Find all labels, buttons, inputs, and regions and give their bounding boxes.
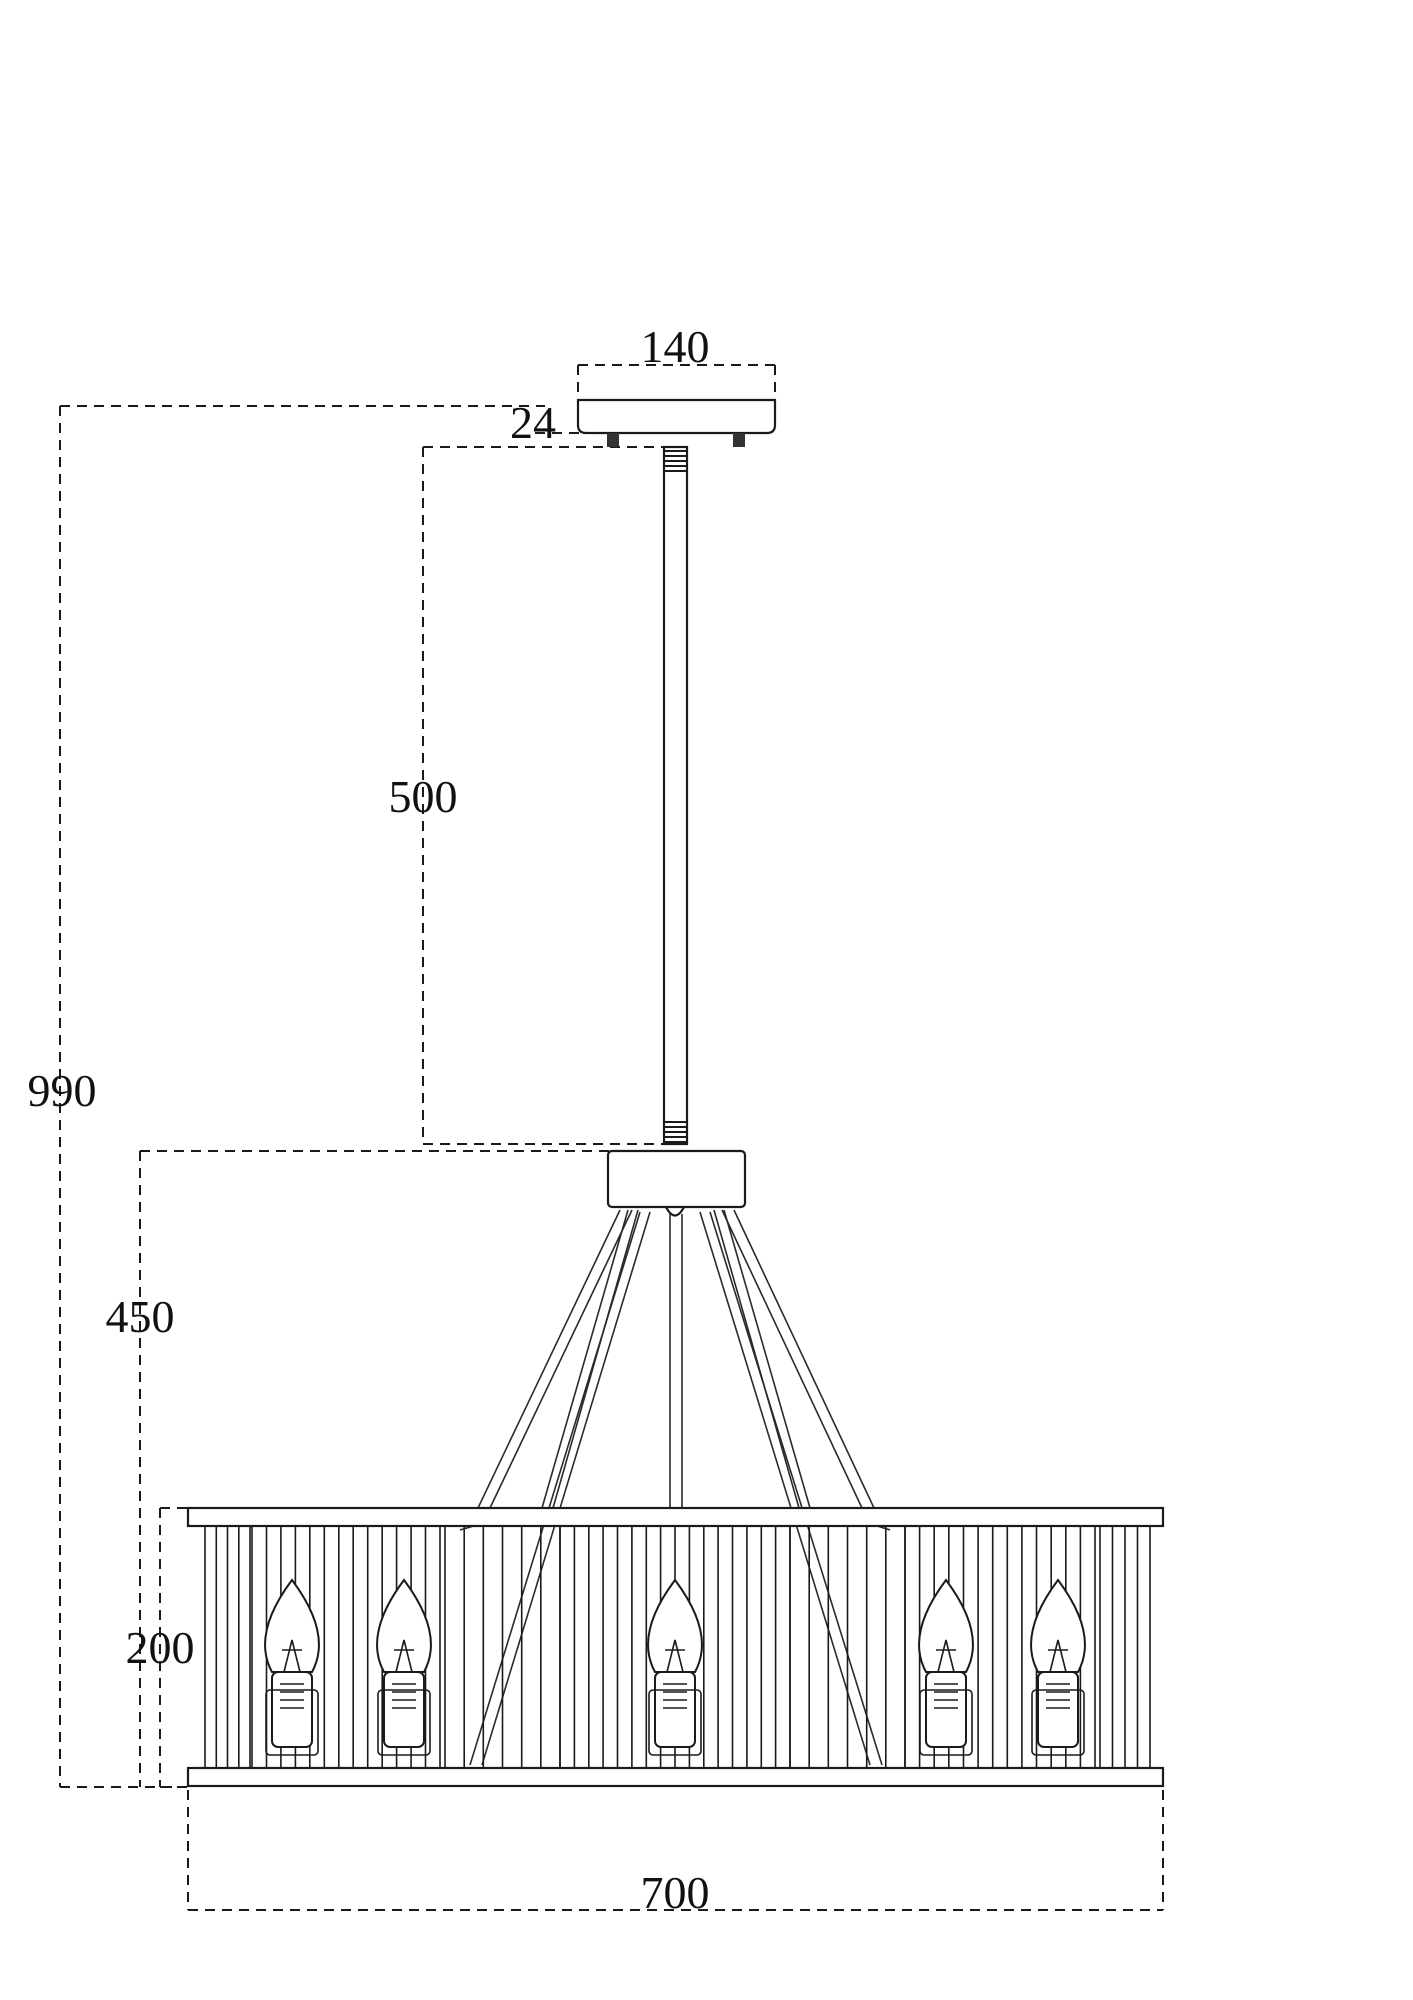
dim-shade-width: 700 — [641, 1867, 710, 1918]
canopy-screw-right — [733, 433, 745, 447]
ceiling-canopy — [576, 398, 777, 447]
candle-bulb-icon — [647, 1578, 703, 1756]
candle-bulb-icon — [1030, 1578, 1086, 1756]
dimension-lines — [59, 364, 1164, 1911]
center-hub — [606, 1149, 747, 1217]
candle-lamps — [264, 1578, 1086, 1756]
dim-overall-height: 990 — [28, 1065, 97, 1116]
dim-shade-height: 200 — [126, 1622, 195, 1673]
dim-rod-length: 500 — [389, 771, 458, 822]
dim-canopy-height: 24 — [510, 397, 556, 448]
canopy-screw-left — [607, 433, 619, 447]
support-arms — [459, 1209, 891, 1766]
suspension-rod — [662, 445, 689, 1146]
dim-body-height: 450 — [106, 1291, 175, 1342]
dim-canopy-width: 140 — [641, 321, 710, 372]
candle-bulb-icon — [264, 1578, 320, 1756]
candle-bulb-icon — [376, 1578, 432, 1756]
candle-bulb-icon — [918, 1578, 974, 1756]
